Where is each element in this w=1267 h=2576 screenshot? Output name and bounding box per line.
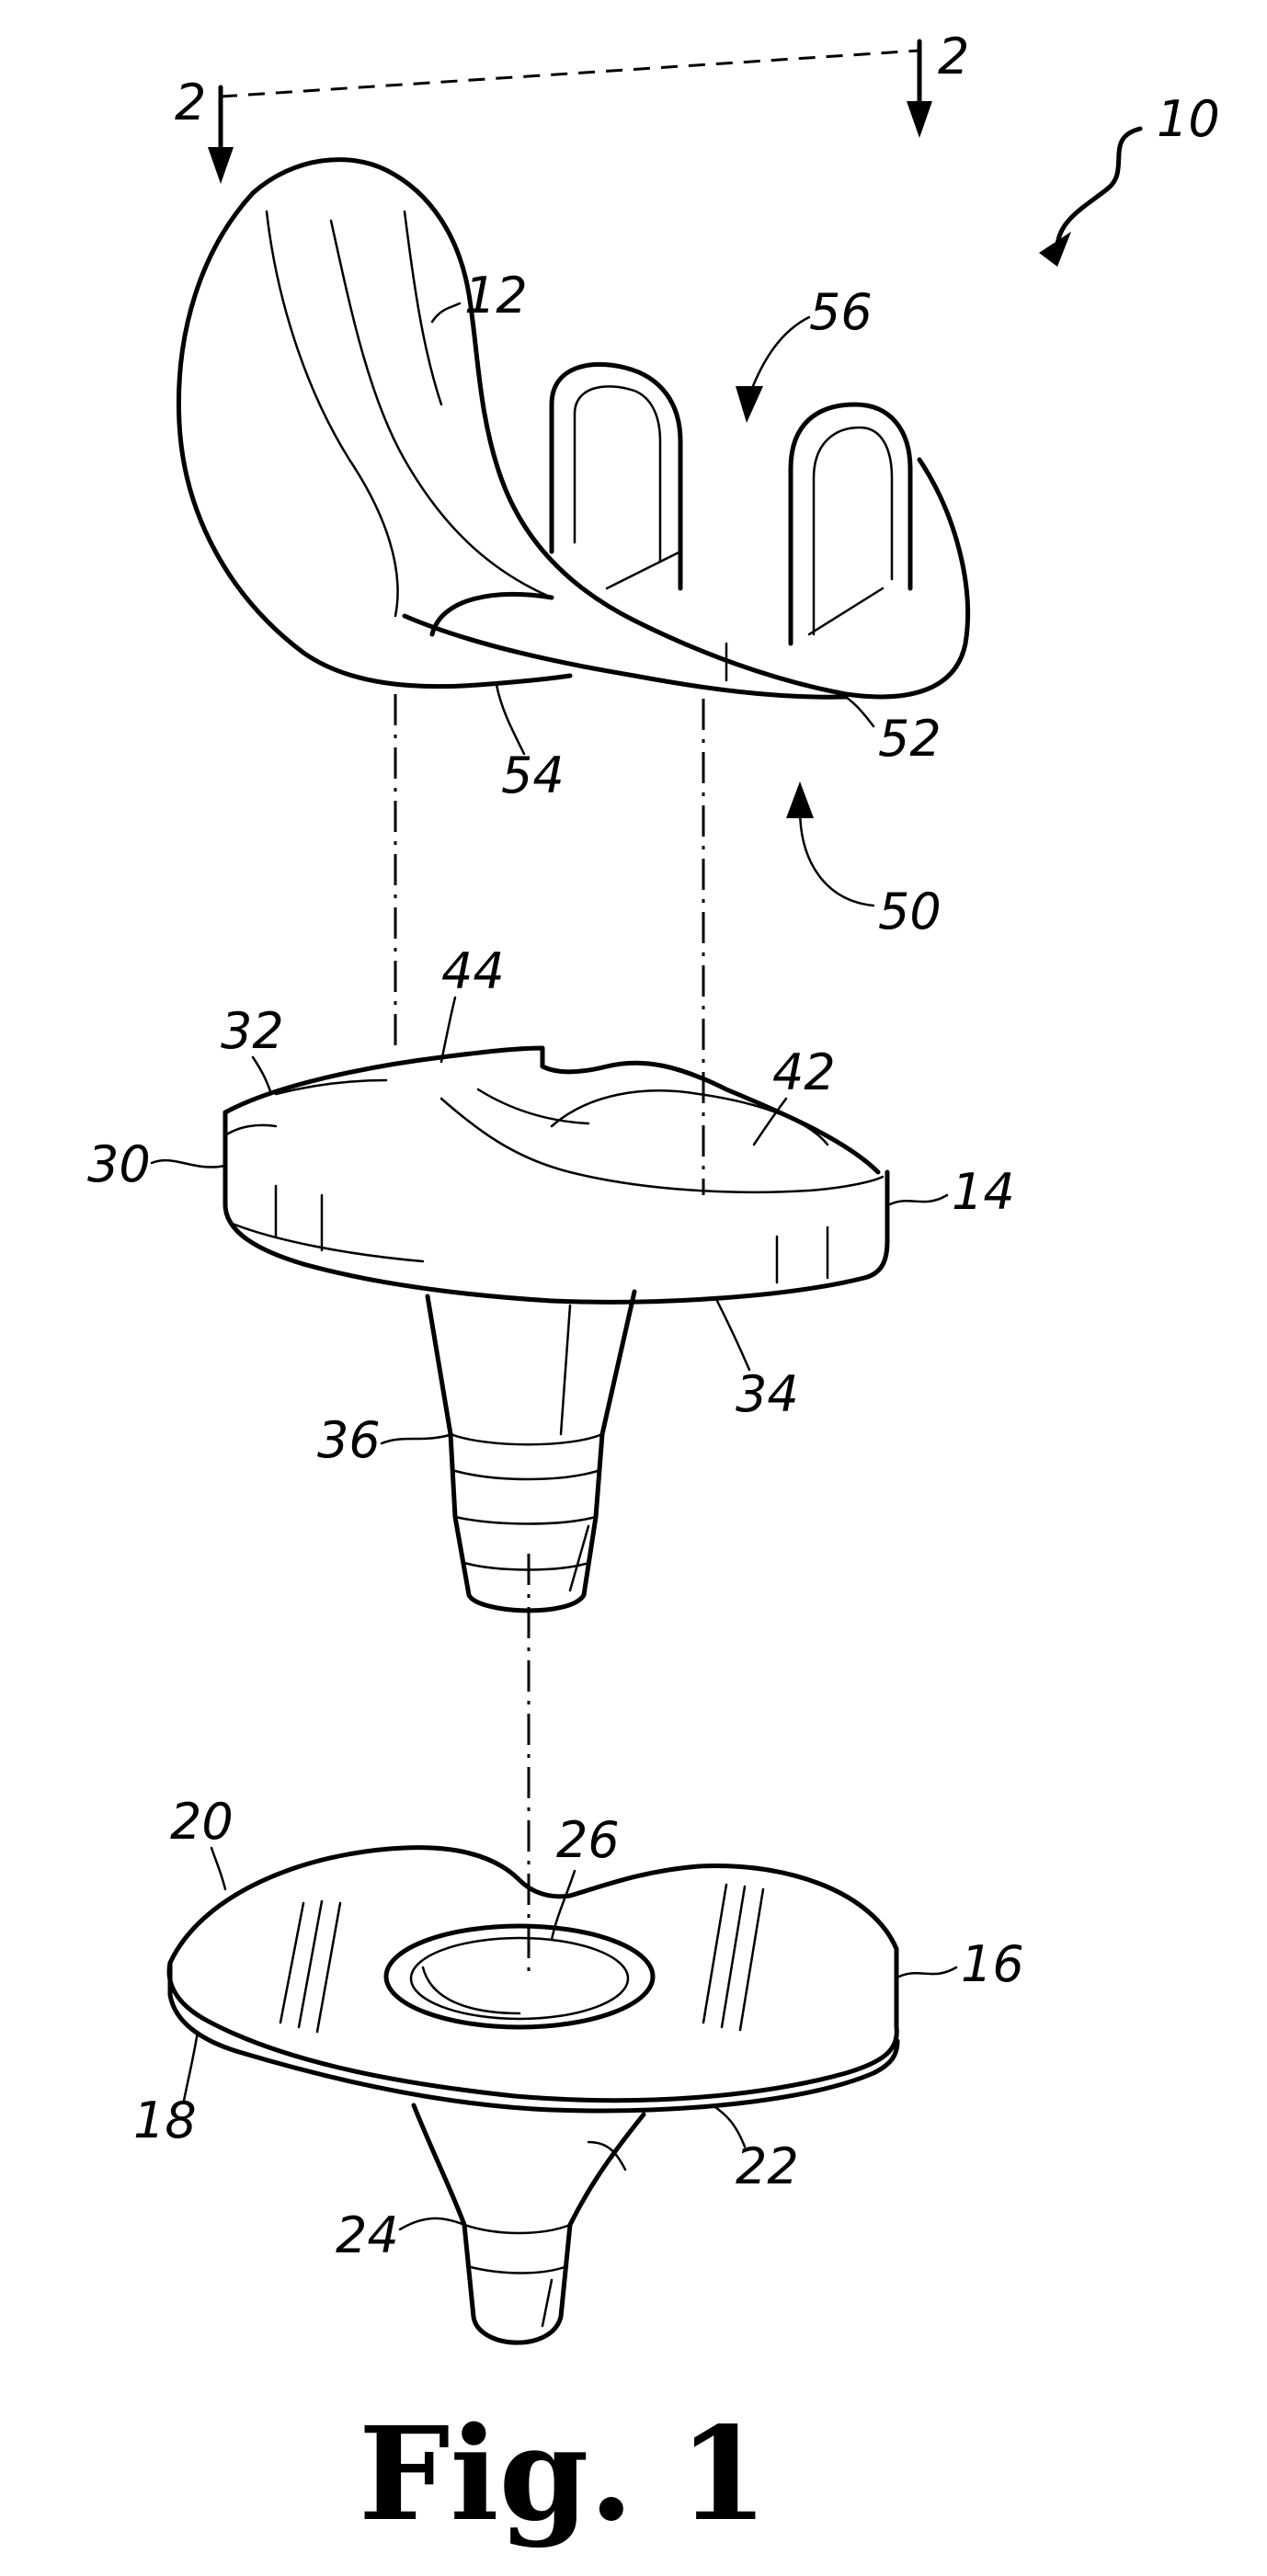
bearing-component: 32 44 42 30 14 34 36 bbox=[87, 942, 1015, 1611]
label-52: 52 bbox=[878, 710, 942, 768]
label-54: 54 bbox=[501, 747, 565, 804]
section-line-2-2: 2 2 bbox=[175, 28, 969, 184]
label-44: 44 bbox=[441, 942, 505, 1000]
femoral-component: 12 56 52 54 50 bbox=[178, 160, 967, 940]
section-marker-right: 2 bbox=[938, 28, 969, 85]
label-56: 56 bbox=[809, 283, 873, 341]
label-14: 14 bbox=[952, 1163, 1015, 1221]
label-42: 42 bbox=[772, 1043, 836, 1101]
tibial-tray: 20 26 16 18 22 24 bbox=[133, 1793, 1024, 2342]
label-26: 26 bbox=[556, 1811, 620, 1869]
label-34: 34 bbox=[736, 1365, 799, 1423]
assembly-reference-10: 10 bbox=[1039, 90, 1220, 267]
label-24: 24 bbox=[336, 2206, 399, 2264]
label-30: 30 bbox=[87, 1135, 151, 1193]
label-20: 20 bbox=[170, 1793, 234, 1851]
label-16: 16 bbox=[961, 1935, 1024, 1993]
figure-caption: Fig. 1 bbox=[359, 2399, 768, 2550]
label-12: 12 bbox=[464, 267, 528, 325]
alignment-lines bbox=[395, 694, 703, 1977]
section-marker-left: 2 bbox=[175, 74, 206, 131]
label-18: 18 bbox=[133, 2092, 197, 2149]
label-36: 36 bbox=[317, 1411, 381, 1469]
label-50: 50 bbox=[878, 883, 942, 940]
label-10: 10 bbox=[1157, 90, 1220, 148]
label-32: 32 bbox=[221, 1002, 284, 1060]
